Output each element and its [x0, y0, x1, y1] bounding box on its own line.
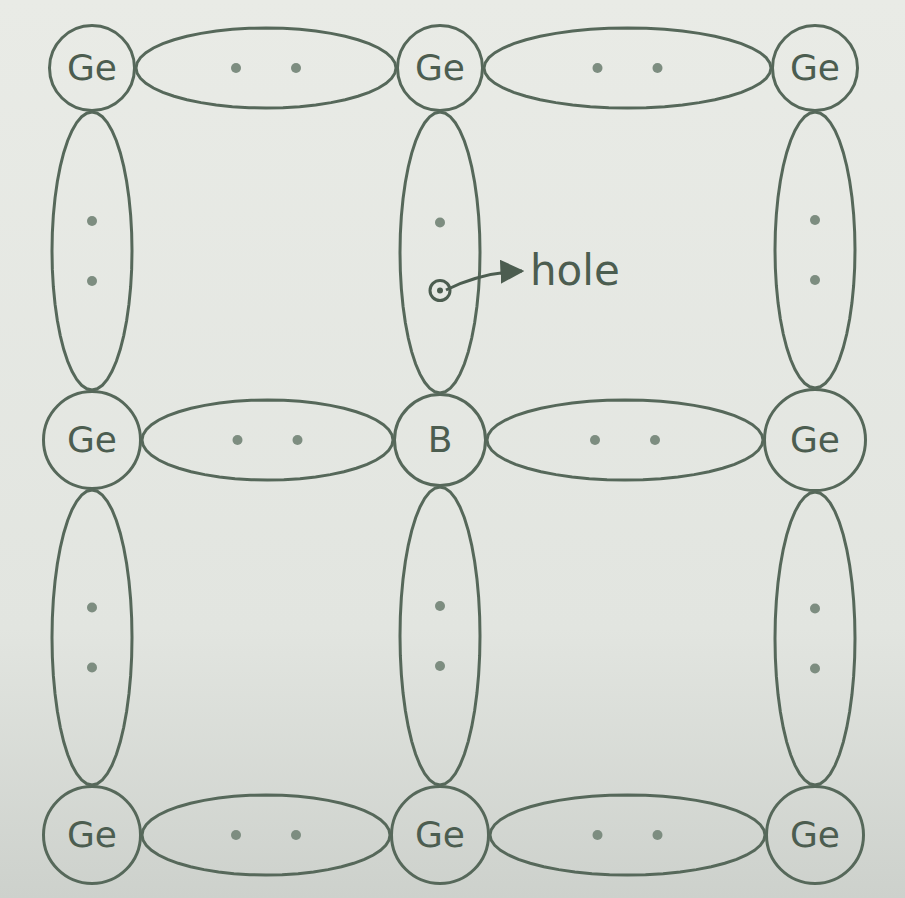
- electron-dot: [593, 63, 603, 73]
- electron-dot: [291, 830, 301, 840]
- atom-symbol: Ge: [790, 50, 840, 86]
- atom-symbol: Ge: [67, 422, 117, 458]
- covalent-bond: [484, 28, 771, 108]
- covalent-bond: [52, 112, 132, 390]
- hole-label: hole: [530, 250, 620, 292]
- electron-dot: [435, 661, 445, 671]
- electron-dot: [87, 663, 97, 673]
- covalent-bond: [142, 400, 393, 480]
- electron-dot: [435, 218, 445, 228]
- electron-dot: [810, 664, 820, 674]
- atom-circle: Ge: [42, 390, 142, 490]
- electron-dot: [810, 604, 820, 614]
- covalent-bond: [400, 112, 480, 393]
- electron-dot: [653, 830, 663, 840]
- electron-dot: [435, 601, 445, 611]
- electron-dot: [231, 830, 241, 840]
- electron-dot: [231, 63, 241, 73]
- electron-dot: [87, 216, 97, 226]
- atom-symbol: Ge: [415, 50, 465, 86]
- atom-circle: B: [393, 393, 487, 487]
- atom-circle: Ge: [396, 24, 484, 112]
- covalent-bond: [775, 492, 855, 785]
- atom-circle: Ge: [42, 785, 142, 885]
- covalent-bond: [142, 795, 390, 875]
- electron-dot: [593, 830, 603, 840]
- atom-circle: Ge: [765, 785, 865, 885]
- covalent-bond: [52, 490, 132, 785]
- electron-dot: [653, 63, 663, 73]
- electron-dot: [810, 215, 820, 225]
- covalent-bond: [400, 487, 480, 785]
- atom-symbol: Ge: [67, 817, 117, 853]
- atom-symbol: Ge: [790, 817, 840, 853]
- atom-circle: Ge: [771, 24, 859, 112]
- covalent-bond: [136, 28, 396, 108]
- atom-circle: Ge: [48, 24, 136, 112]
- electron-dot: [87, 603, 97, 613]
- atom-symbol: B: [428, 422, 453, 458]
- hole-center: [437, 288, 443, 294]
- electron-dot: [291, 63, 301, 73]
- atom-circle: Ge: [390, 785, 490, 885]
- covalent-bond: [487, 400, 763, 480]
- atom-symbol: Ge: [415, 817, 465, 853]
- atom-symbol: Ge: [67, 50, 117, 86]
- atom-circle: Ge: [763, 388, 867, 492]
- atom-symbol: Ge: [790, 422, 840, 458]
- covalent-bond: [490, 795, 765, 875]
- covalent-bond: [775, 112, 855, 388]
- leader-arrow: [446, 271, 522, 290]
- electron-dot: [650, 435, 660, 445]
- electron-dot: [810, 275, 820, 285]
- electron-dot: [87, 276, 97, 286]
- electron-dot: [233, 435, 243, 445]
- electron-dot: [293, 435, 303, 445]
- electron-dot: [590, 435, 600, 445]
